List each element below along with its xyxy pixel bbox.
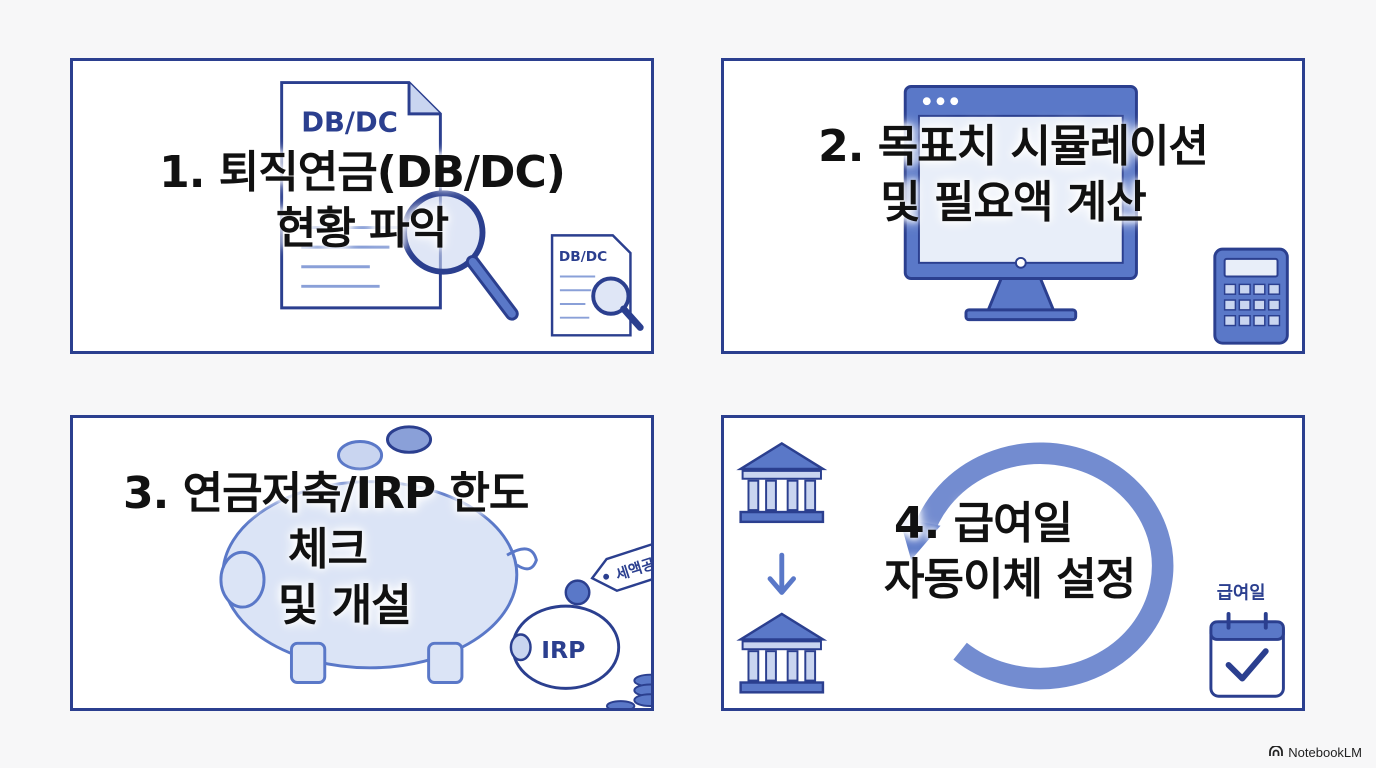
cycle-arrow-icon [899, 442, 1174, 690]
magnifier-icon [401, 190, 519, 321]
step-2-panel: 2. 목표치 시뮬레이션 및 필요액 계산 [721, 58, 1305, 354]
step-1-panel: DB/DC DB/DC 1. 퇴직연금(DB/DC) 현황 파악 [70, 58, 654, 354]
monitor-icon [903, 85, 1138, 322]
step-2-illustration [903, 85, 1289, 345]
irp-piggy-icon: IRP [509, 579, 651, 708]
step-1-title-line-2: 현황 파악 [275, 203, 449, 254]
step-4-title: 4. 급여일 자동이체 설정 [884, 496, 1136, 608]
step-1-title: 1. 퇴직연금(DB/DC) 현황 파악 [73, 145, 651, 257]
step-3-title-line-1: 3. 연금저축/IRP 한도 [123, 468, 529, 519]
step-3-title-line-3: 및 개설 [278, 580, 412, 631]
calendar-label: 급여일 [1217, 582, 1266, 603]
step-3-illustration: IRP 세액공제 [219, 425, 651, 708]
calculator-icon [1213, 247, 1289, 345]
bank-icon [736, 442, 828, 524]
step-3-title-line-2: 체크 [288, 524, 368, 575]
calendar-check-icon: 급여일 [1209, 582, 1285, 698]
small-document-icon: DB/DC [550, 234, 644, 337]
tag-icon: 세액공제 [590, 534, 651, 593]
step-4-title-line-1: 4. 급여일 [894, 498, 1073, 549]
step-4-illustration: 급여일 [736, 442, 1285, 698]
step-4-title-line-2: 자동이체 설정 [884, 554, 1136, 605]
irp-label: IRP [541, 636, 585, 664]
step-2-title: 2. 목표치 시뮬레이션 및 필요액 계산 [724, 119, 1302, 231]
step-4-panel: 급여일 4. 급여일 자동이체 설정 [721, 415, 1305, 711]
small-document-label: DB/DC [559, 249, 607, 265]
coin-icon [337, 425, 433, 471]
step-2-title-line-1: 2. 목표치 시뮬레이션 [818, 121, 1209, 172]
arrow-down-icon [767, 552, 796, 595]
brand-label: NotebookLM [1288, 745, 1362, 760]
notebooklm-logo-icon [1269, 745, 1284, 760]
step-3-panel: IRP 세액공제 3. 연금저축/IRP 한도 체크 및 개설 [70, 415, 654, 711]
bank-icon-destination [736, 612, 828, 694]
step-3-title: 3. 연금저축/IRP 한도 체크 및 개설 [123, 466, 651, 634]
step-1-title-line-1: 1. 퇴직연금(DB/DC) [159, 147, 566, 198]
step-1-illustration: DB/DC DB/DC [280, 81, 644, 337]
step-2-title-line-2: 및 필요액 계산 [880, 177, 1147, 228]
brand-watermark: NotebookLM [1269, 745, 1362, 760]
document-label: DB/DC [301, 108, 398, 139]
piggy-bank-icon [219, 480, 538, 684]
